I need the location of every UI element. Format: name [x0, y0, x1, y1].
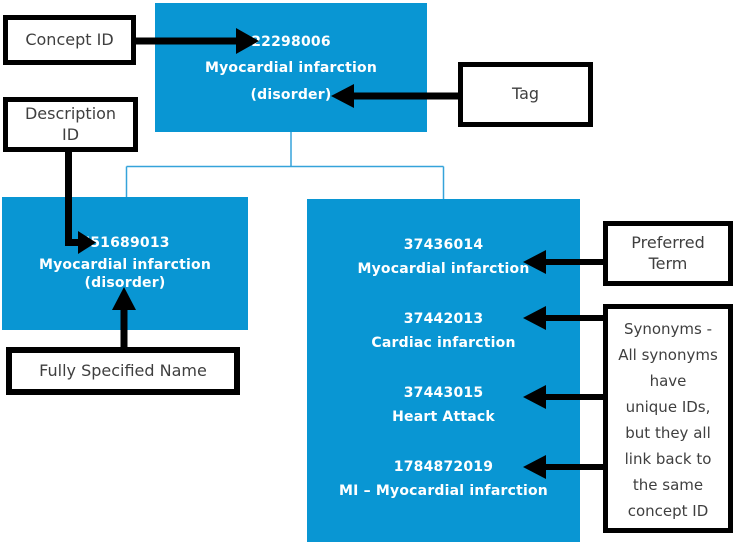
fsn-tag: (disorder): [84, 275, 166, 291]
description-term: Heart Attack: [392, 409, 495, 425]
description-list: 37436014 Myocardial infarction 37442013 …: [307, 199, 580, 503]
description-id-value: 1784872019: [393, 459, 494, 475]
tree-connector-lines: [125, 132, 445, 199]
preferred-term-label-box: Preferred Term: [603, 221, 733, 286]
description-term: Cardiac infarction: [371, 335, 516, 351]
tag-label: Tag: [511, 84, 540, 104]
descriptions-box: 37436014 Myocardial infarction 37442013 …: [307, 199, 580, 542]
description-id-label-box: Description ID: [3, 97, 138, 152]
description-entry: 1784872019 MI – Myocardial infarction: [307, 455, 580, 503]
description-term: MI – Myocardial infarction: [339, 483, 548, 499]
concept-term: Myocardial infarction: [204, 60, 378, 76]
description-term: Myocardial infarction: [357, 261, 530, 277]
tag-label-box: Tag: [458, 62, 593, 127]
concept-id-value: 22298006: [251, 34, 331, 50]
fully-specified-name-box: 751689013 Myocardial infarction (disorde…: [2, 197, 248, 330]
description-id-value: 37443015: [403, 385, 484, 401]
description-id-label: Description ID: [24, 103, 117, 144]
fully-specified-name-label-box: Fully Specified Name: [6, 347, 240, 395]
concept-box: 22298006 Myocardial infarction (disorder…: [155, 3, 427, 132]
fsn-id-value: 751689013: [80, 235, 170, 251]
concept-id-label-box: Concept ID: [3, 15, 136, 65]
description-id-value: 37442013: [403, 311, 484, 327]
description-entry: 37442013 Cardiac infarction: [307, 307, 580, 355]
description-entry: 37443015 Heart Attack: [307, 381, 580, 429]
description-entry: 37436014 Myocardial infarction: [307, 233, 580, 281]
fully-specified-name-label: Fully Specified Name: [39, 360, 207, 380]
preferred-term-label: Preferred Term: [631, 232, 705, 273]
concept-id-label: Concept ID: [25, 29, 114, 49]
concept-tag: (disorder): [250, 87, 332, 103]
description-id-value: 37436014: [403, 237, 484, 253]
synonyms-label-box: Synonyms - All synonyms have unique IDs,…: [603, 304, 733, 533]
fsn-term: Myocardial infarction: [38, 257, 212, 273]
synonyms-label: Synonyms - All synonyms have unique IDs,…: [618, 320, 718, 520]
